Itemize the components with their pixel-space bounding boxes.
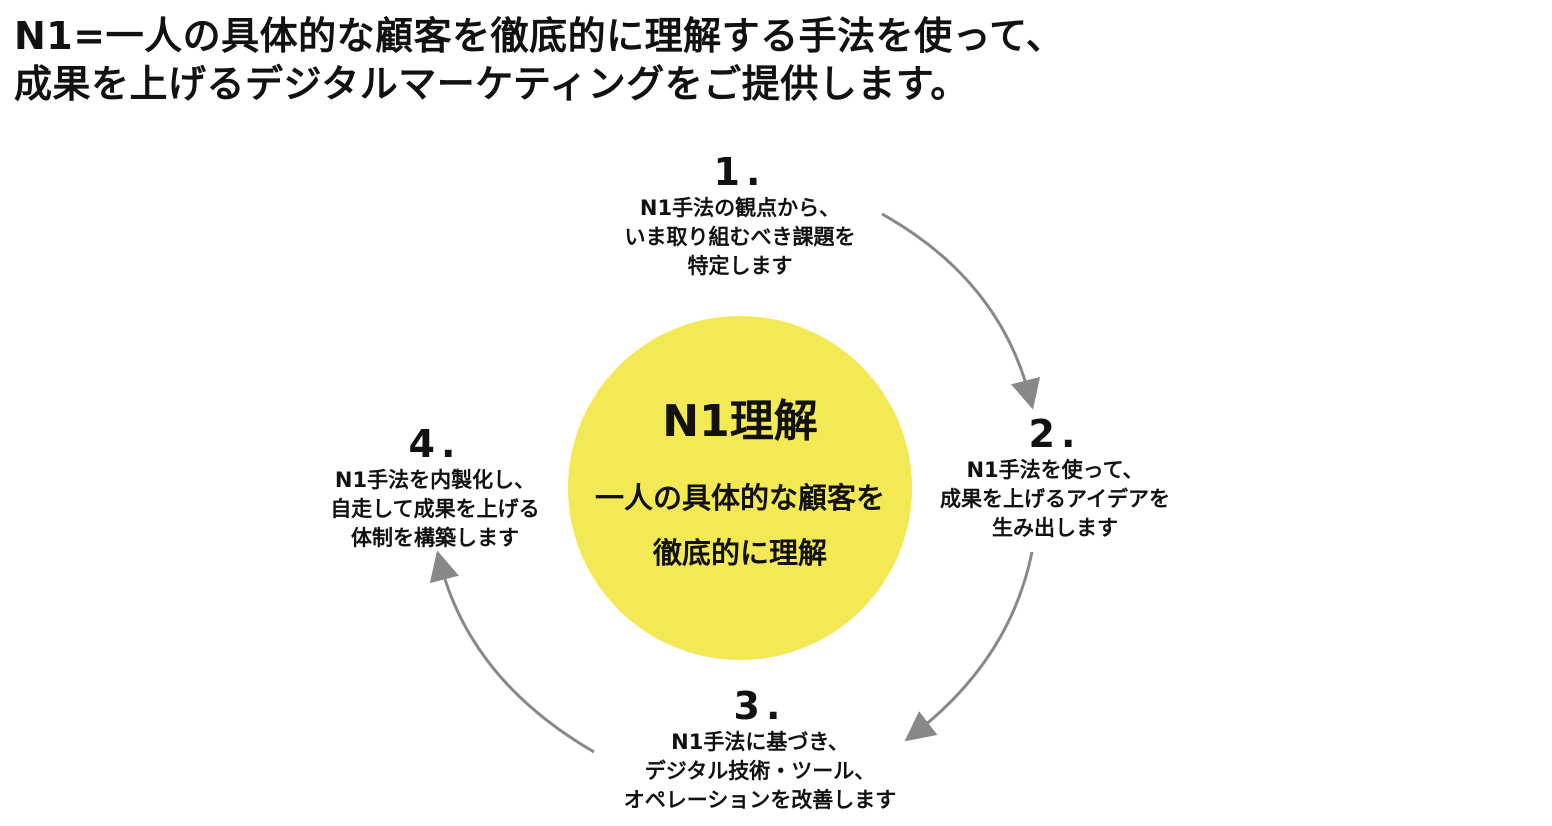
step-2-description: N1手法を使って、 成果を上げるアイデアを 生み出します	[910, 456, 1200, 543]
step-3-number: 3.	[733, 684, 787, 728]
center-title: N1理解	[662, 396, 818, 447]
step-4-line-1: N1手法を内製化し、	[334, 468, 536, 492]
step-3: 3. N1手法に基づき、 デジタル技術・ツール、 オペレーションを改善します	[590, 684, 930, 815]
step-2-line-1: N1手法を使って、	[966, 458, 1144, 482]
headline-line-1: N1=一人の具体的な顧客を徹底的に理解する手法を使って、	[14, 14, 1065, 58]
arrow-3-to-4	[429, 550, 595, 754]
step-1-line-1: N1手法の観点から、	[639, 196, 841, 220]
step-1-line-3: 特定します	[687, 254, 793, 278]
step-3-line-3: オペレーションを改善します	[623, 788, 897, 812]
step-1-description: N1手法の観点から、 いま取り組むべき課題を 特定します	[590, 194, 890, 281]
center-description: 一人の具体的な顧客を 徹底的に理解	[568, 471, 912, 581]
step-3-line-1: N1手法に基づき、	[671, 730, 849, 754]
center-description-line-2: 徹底的に理解	[652, 536, 827, 570]
step-2: 2. N1手法を使って、 成果を上げるアイデアを 生み出します	[910, 412, 1200, 543]
step-4-line-2: 自走して成果を上げる	[330, 497, 540, 521]
step-1: 1. N1手法の観点から、 いま取り組むべき課題を 特定します	[590, 150, 890, 281]
step-3-description: N1手法に基づき、 デジタル技術・ツール、 オペレーションを改善します	[590, 728, 930, 815]
headline: N1=一人の具体的な顧客を徹底的に理解する手法を使って、 成果を上げるデジタルマ…	[14, 12, 1314, 108]
step-2-line-2: 成果を上げるアイデアを	[940, 487, 1170, 511]
arrow-1-to-2	[881, 212, 1041, 410]
step-4: 4. N1手法を内製化し、 自走して成果を上げる 体制を構築します	[290, 422, 580, 553]
step-3-line-2: デジタル技術・ツール、	[644, 759, 876, 783]
center-description-line-1: 一人の具体的な顧客を	[594, 481, 885, 515]
step-1-number: 1.	[713, 150, 767, 194]
step-2-number: 2.	[1028, 412, 1082, 456]
step-2-line-3: 生み出します	[992, 516, 1118, 540]
headline-line-2: 成果を上げるデジタルマーケティングをご提供します。	[14, 62, 969, 106]
step-4-line-3: 体制を構築します	[351, 526, 519, 550]
arrow-2-to-3	[904, 551, 1034, 742]
center-circle: N1理解 一人の具体的な顧客を 徹底的に理解	[568, 316, 912, 660]
step-4-description: N1手法を内製化し、 自走して成果を上げる 体制を構築します	[290, 466, 580, 553]
step-1-line-2: いま取り組むべき課題を	[624, 225, 856, 249]
step-4-number: 4.	[408, 422, 462, 466]
